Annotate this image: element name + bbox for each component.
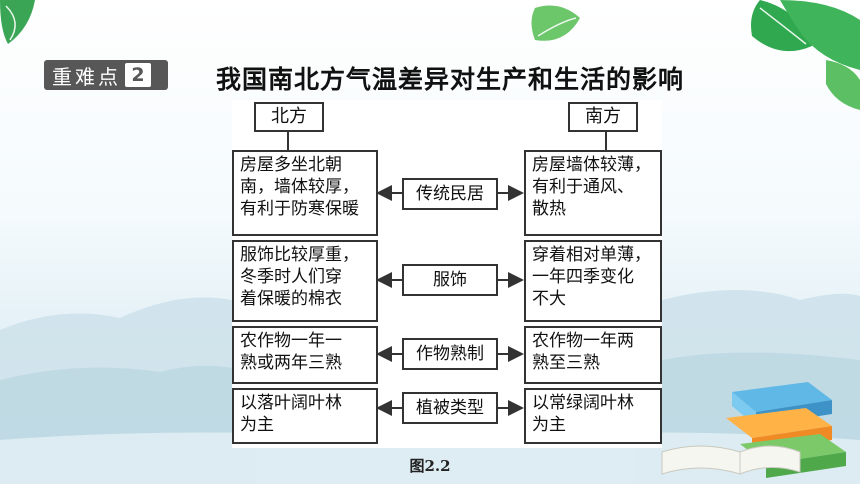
north-housing-box: 房屋多坐北朝 南，墙体较厚， 有利于防寒保暖 xyxy=(232,150,378,236)
figure-caption: 图2.2 xyxy=(409,457,451,475)
key-point-badge: 重难点 2 xyxy=(44,60,168,90)
badge-number: 2 xyxy=(125,63,151,87)
south-housing-box: 房屋墙体较薄， 有利于通风、 散热 xyxy=(524,150,662,236)
south-clothing-box: 穿着相对单薄， 一年四季变化 不大 xyxy=(524,240,662,322)
category-housing: 传统民居 xyxy=(402,178,498,210)
category-cropping: 作物熟制 xyxy=(402,338,498,370)
north-vegetation-box: 以落叶阔叶林 为主 xyxy=(232,388,378,444)
books-icon xyxy=(661,382,846,478)
leaf-cluster-top-right-icon xyxy=(751,0,860,110)
diagram-connectors xyxy=(287,130,607,416)
comparison-diagram: 北方 南方 房屋多坐北朝 南，墙体较厚， 有利于防寒保暖 传统民居 房屋墙体较薄… xyxy=(232,100,662,448)
badge-label: 重难点 xyxy=(52,64,121,89)
south-vegetation-box: 以常绿阔叶林 为主 xyxy=(524,388,662,444)
leaf-cluster-top-left-icon xyxy=(0,0,35,44)
south-header: 南方 xyxy=(568,102,638,132)
page-title: 我国南北方气温差异对生产和生活的影响 xyxy=(216,65,685,94)
north-header: 北方 xyxy=(254,102,324,132)
north-clothing-box: 服饰比较厚重， 冬季时人们穿 着保暖的棉衣 xyxy=(232,240,378,322)
category-vegetation: 植被类型 xyxy=(402,392,498,424)
category-clothing: 服饰 xyxy=(402,264,498,296)
south-cropping-box: 农作物一年两 熟至三熟 xyxy=(524,326,662,384)
leaf-top-center-icon xyxy=(531,5,580,41)
north-cropping-box: 农作物一年一 熟或两年三熟 xyxy=(232,326,378,384)
